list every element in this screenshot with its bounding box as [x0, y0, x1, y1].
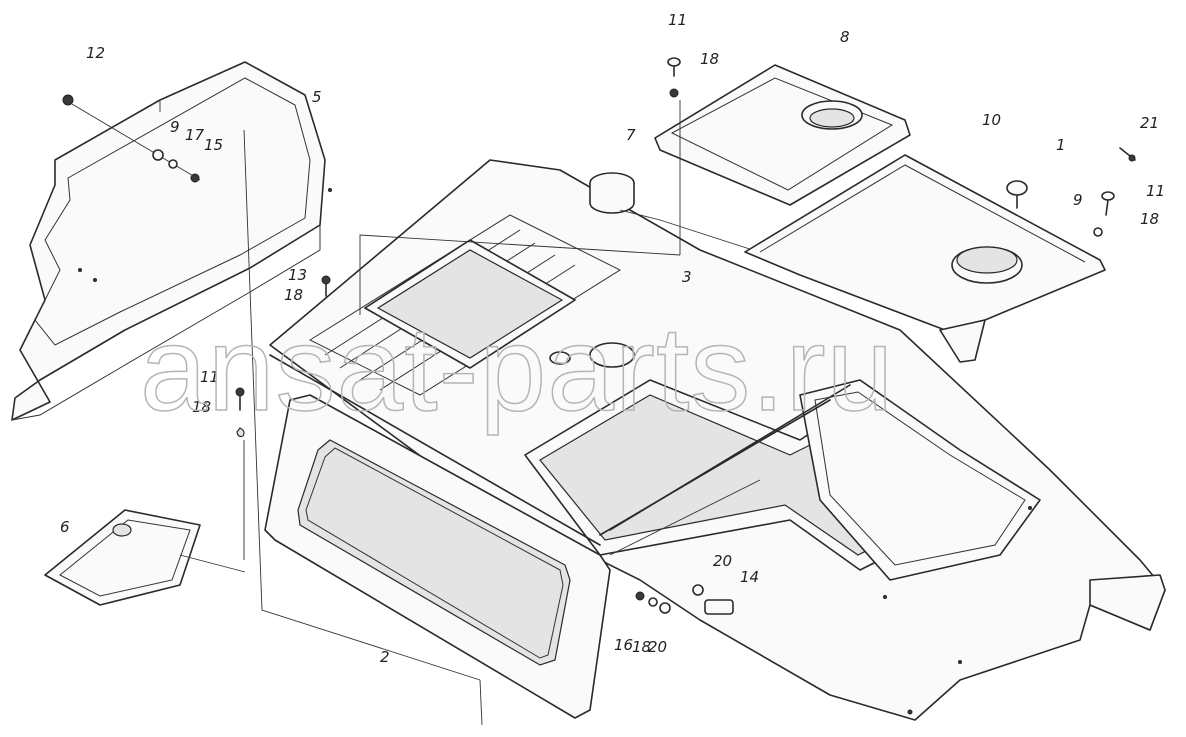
part-10-rear-panel: [744, 154, 1106, 363]
fastener-11-18-top: [667, 57, 681, 255]
part-7-ring: [589, 172, 831, 276]
callout-17: 17: [185, 126, 205, 144]
callout-7: 7: [626, 126, 636, 144]
callout-2: 2: [380, 648, 390, 666]
callout-15: 15: [204, 136, 223, 154]
part-5-side-panel: [11, 61, 332, 421]
callout-21: 21: [1140, 114, 1159, 132]
callout-18b: 18: [192, 398, 211, 416]
callout-6: 6: [60, 518, 70, 536]
part-12-bolt: [62, 94, 201, 183]
watermark-text: ansat-parts.ru: [140, 302, 894, 436]
callout-16: 16: [614, 636, 633, 654]
callout-8: 8: [840, 28, 850, 46]
callout-11c: 11: [1146, 182, 1165, 200]
callout-18a: 18: [284, 286, 303, 304]
fastener-group-right: [1006, 147, 1136, 237]
cabin-roof-body: [264, 159, 1166, 721]
callout-1: 1: [1056, 136, 1066, 154]
part-8-hatch-cover: [654, 64, 911, 206]
leader-lines: [243, 129, 681, 726]
callout-3: 3: [682, 268, 692, 286]
callout-19: 9: [170, 118, 180, 136]
callout-12: 12: [86, 44, 105, 62]
fastener-11-18-left: [235, 387, 245, 560]
callout-20a: 20: [713, 552, 732, 570]
callout-18d: 18: [1140, 210, 1159, 228]
part-6-cover: [44, 509, 246, 606]
callout-11b: 11: [668, 11, 687, 29]
callout-13: 13: [288, 266, 307, 284]
callout-14: 14: [740, 568, 759, 586]
callout-10: 10: [982, 111, 1001, 129]
callout-18c: 18: [700, 50, 719, 68]
fastener-group-front: [609, 479, 761, 615]
callout-labels: 12 5 9 17 15 13 18 11 18 6 2 11 18 8 7 3…: [60, 11, 1165, 666]
callout-20b: 20: [648, 638, 667, 656]
callout-5: 5: [312, 88, 322, 106]
callout-11a: 11: [200, 368, 219, 386]
callout-9: 9: [1073, 191, 1083, 209]
callout-18e: 18: [632, 638, 651, 656]
